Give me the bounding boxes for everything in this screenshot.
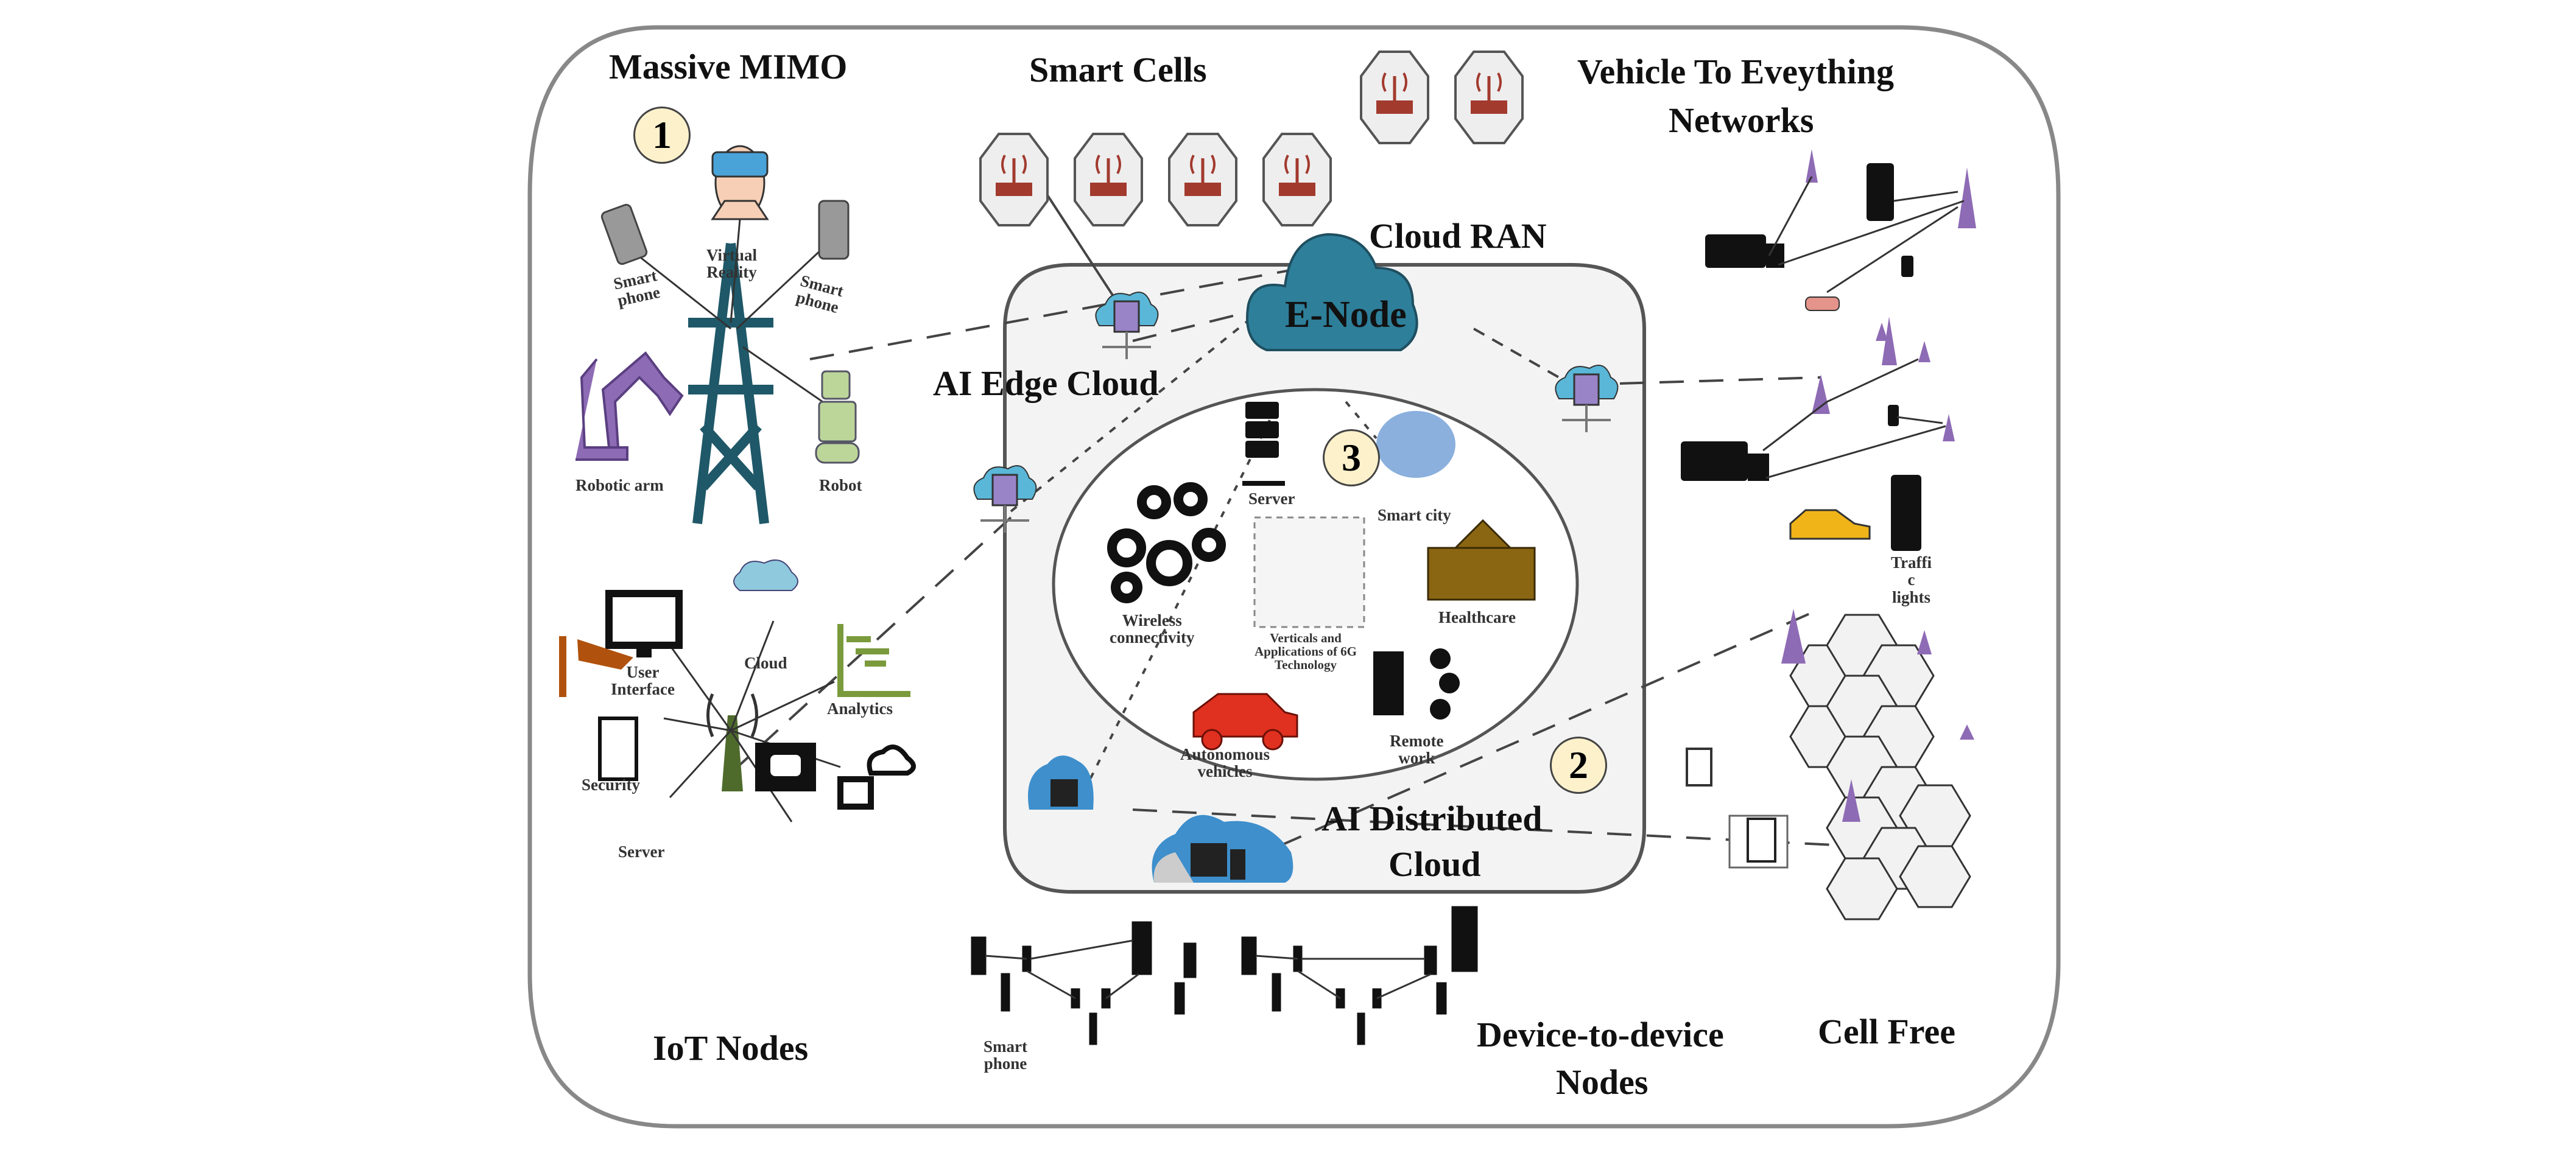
label-line: Virtual xyxy=(706,246,757,264)
edge-cloud-chip-icon xyxy=(1095,292,1159,359)
label-smart-city: Smart city xyxy=(1378,506,1451,524)
label-robotic-arm: Robotic arm xyxy=(575,476,664,494)
label-line: Reality xyxy=(706,263,757,282)
cell-free-server-icon xyxy=(1686,748,1712,787)
taxi-icon xyxy=(1789,509,1871,540)
cell-free-server-box-icon xyxy=(1728,815,1789,869)
d2d-network-icon xyxy=(971,906,1478,1045)
label-healthcare: Healthcare xyxy=(1438,608,1516,626)
smart-cell-router-icon xyxy=(1264,134,1331,225)
label-server-core: Server xyxy=(1248,489,1295,508)
label-line: Smart xyxy=(984,1037,1027,1056)
smart-cell-router-icon xyxy=(1361,52,1428,143)
smart-cells-group xyxy=(979,52,1522,226)
section-title-cell-free: Cell Free xyxy=(1818,1012,1955,1051)
section-title-smart-cells: Smart Cells xyxy=(1029,50,1207,89)
traffic-light-icon xyxy=(1867,163,1921,551)
label-analytics: Analytics xyxy=(827,699,893,718)
label-line: Autonomous xyxy=(1180,745,1270,763)
ai-chip-robot-icon xyxy=(755,743,816,791)
label-line: Technology xyxy=(1275,657,1337,673)
label-line: c xyxy=(1907,570,1915,589)
smartphone-icon xyxy=(600,203,648,265)
smart-cell-router-icon xyxy=(1455,52,1522,143)
analytics-chart-icon xyxy=(837,624,910,697)
smart-cell-router-icon xyxy=(1169,134,1236,225)
section-title-cloud-ran: Cloud RAN xyxy=(1369,216,1547,256)
smart-cell-router-icon xyxy=(979,133,1049,226)
smart-city-icon xyxy=(1376,411,1455,478)
verticals-graphic xyxy=(1253,516,1365,628)
robot-icon xyxy=(815,370,860,464)
label-iot-server: Server xyxy=(618,843,665,861)
iot-server-icon xyxy=(598,717,638,781)
label-line: work xyxy=(1398,749,1435,768)
section-title-massive-mimo: Massive MIMO xyxy=(609,47,848,86)
section-title-iot-nodes: IoT Nodes xyxy=(653,1028,809,1068)
section-title-d2d-line1: Device-to-device xyxy=(1477,1015,1724,1054)
security-camera-icon xyxy=(559,636,633,697)
section-title-d2d-line2: Nodes xyxy=(1556,1062,1649,1102)
label-robot: Robot xyxy=(819,476,862,494)
label-line: Wireless xyxy=(1122,611,1182,629)
distributed-cloud-icon xyxy=(1152,815,1293,883)
cell-free-hex-grid xyxy=(1789,614,1971,920)
iot-cloud-icon xyxy=(733,559,798,591)
remote-work-icon xyxy=(1373,648,1460,720)
label-security: Security xyxy=(582,776,640,794)
user-interface-icon xyxy=(605,590,683,657)
label-line: Remote xyxy=(1390,732,1444,750)
distributed-cloud-icon xyxy=(1028,755,1094,810)
label-line: Applications of 6G xyxy=(1255,644,1357,659)
v2x-links xyxy=(1762,176,1965,479)
label-line: lights xyxy=(1892,587,1930,606)
car-pink-icon xyxy=(1805,296,1840,311)
healthcare-building-icon xyxy=(1427,519,1536,601)
vr-headset-icon xyxy=(711,145,769,220)
cloud-sync-icon xyxy=(837,745,916,810)
label-iot-cloud: Cloud xyxy=(744,654,787,672)
label-line: phone xyxy=(984,1054,1027,1073)
section-title-ai-edge-cloud: AI Edge Cloud xyxy=(933,363,1159,403)
label-line: Traffi xyxy=(1891,553,1932,572)
badge-3: 3 xyxy=(1323,429,1380,486)
badge-1: 1 xyxy=(633,107,691,164)
enode-cloud-icon xyxy=(1246,233,1418,351)
section-title-v2x-line2: Networks xyxy=(1669,100,1814,140)
label-line: Interface xyxy=(611,680,675,699)
enode-label: E-Node xyxy=(1285,294,1407,335)
smart-cell-router-icon xyxy=(1075,134,1142,225)
d2d-links xyxy=(985,939,1432,1000)
smartphone-icon xyxy=(818,200,850,260)
autonomous-car-icon xyxy=(1192,693,1298,751)
robotic-arm-icon xyxy=(575,351,684,461)
section-title-ai-distributed-line1: AI Distributed xyxy=(1321,799,1543,838)
ambulance-icon xyxy=(1681,441,1769,481)
label-line: Verticals and xyxy=(1270,631,1342,645)
cell-free-tower-icon xyxy=(1781,609,1974,822)
label-line: vehicles xyxy=(1197,762,1253,781)
section-title-v2x-line1: Vehicle To Eveything xyxy=(1577,52,1894,91)
server-stack-icon xyxy=(1242,402,1285,486)
section-title-ai-distributed-line2: Cloud xyxy=(1388,844,1481,884)
badge-2: 2 xyxy=(1550,737,1607,794)
label-line: connectivity xyxy=(1110,628,1195,647)
wireless-connectivity-icon xyxy=(1107,482,1226,603)
label-line: User xyxy=(626,663,660,681)
